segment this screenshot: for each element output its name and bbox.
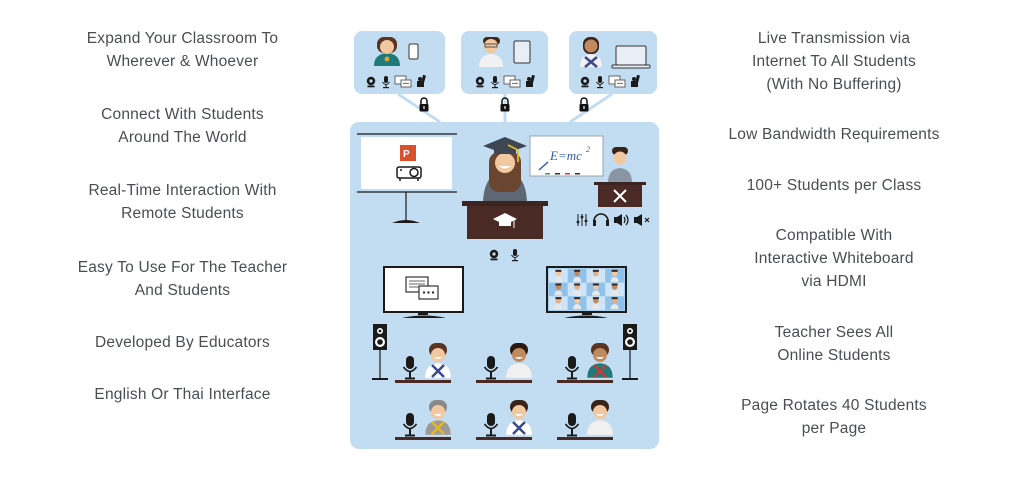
remote-student-phone xyxy=(354,31,445,94)
feature-low-bandwidth: Low Bandwidth Requirements xyxy=(728,126,940,143)
headphones-icon xyxy=(593,213,609,226)
student-rows xyxy=(395,343,614,440)
feature-students-per-class: 100+ Students per Class xyxy=(746,177,922,194)
video-tile xyxy=(605,296,624,310)
student-desk xyxy=(476,380,532,383)
feature-developed-by-educators: Developed By Educators xyxy=(95,334,270,351)
feature-real-time-interaction: Real-Time Interaction With Remote Studen… xyxy=(88,182,277,222)
student-avatar xyxy=(479,37,503,67)
classroom-student xyxy=(557,400,614,440)
svg-text:P: P xyxy=(403,149,410,160)
remote-student-laptop xyxy=(569,31,657,94)
feature-easy-to-use: Easy To Use For The Teacher And Students xyxy=(77,259,288,299)
classroom-student xyxy=(476,343,533,383)
whiteboard-formula: E=mc xyxy=(549,148,582,163)
video-tile xyxy=(567,296,587,310)
projector-screen: P xyxy=(357,133,457,223)
student-desk xyxy=(395,380,451,383)
webcam-icon xyxy=(580,76,590,88)
powerpoint-icon: P xyxy=(400,145,416,161)
feature-expand-classroom: Expand Your Classroom To Wherever & Whoe… xyxy=(86,30,279,70)
video-tile xyxy=(549,282,568,297)
laptop-icon xyxy=(611,45,651,69)
lock-icon xyxy=(418,97,430,113)
projector-icon xyxy=(396,166,422,181)
video-tile xyxy=(586,282,606,297)
connection-line-1 xyxy=(397,92,441,124)
feature-page-rotates: Page Rotates 40 Students per Page xyxy=(741,397,927,437)
phone-icon xyxy=(408,43,419,60)
video-tile xyxy=(567,282,587,297)
feature-whiteboard-compatible: Compatible With Interactive Whiteboard v… xyxy=(754,227,914,290)
teacher xyxy=(483,137,527,205)
mute-icon xyxy=(634,214,650,226)
interactive-whiteboard: E=mc 2 xyxy=(529,135,604,177)
student-desk xyxy=(557,380,613,383)
feature-teacher-sees-all: Teacher Sees All Online Students xyxy=(774,324,894,364)
video-tile xyxy=(586,269,606,283)
video-grid-monitor xyxy=(546,266,627,318)
video-tile xyxy=(605,269,624,283)
video-tile xyxy=(567,269,587,283)
tools-icon xyxy=(613,189,627,203)
student-desk xyxy=(557,437,613,440)
feature-language-interface: English Or Thai Interface xyxy=(94,386,271,403)
video-grid xyxy=(549,269,624,310)
video-tile xyxy=(605,282,624,297)
video-tile xyxy=(586,296,606,310)
classroom-student xyxy=(557,343,614,383)
connection-line-3 xyxy=(569,92,613,124)
tablet-icon xyxy=(513,40,531,64)
webcam-icon xyxy=(489,249,499,261)
student-avatar xyxy=(580,37,602,68)
classroom-student xyxy=(395,400,452,440)
webcam-icon xyxy=(366,76,376,88)
feature-live-transmission: Live Transmission via Internet To All St… xyxy=(752,30,916,93)
student-desk xyxy=(395,437,451,440)
classroom-student xyxy=(395,343,452,383)
mixer-icon xyxy=(576,214,588,226)
whiteboard-superscript: 2 xyxy=(586,145,590,154)
graduation-cap-icon xyxy=(493,213,517,228)
lock-icon xyxy=(578,97,590,113)
student-desk xyxy=(476,437,532,440)
speaker-icon xyxy=(614,214,629,226)
classroom-student xyxy=(476,400,533,440)
classroom-panel xyxy=(350,122,659,449)
feature-connect-students: Connect With Students Around The World xyxy=(101,106,264,146)
chat-monitor xyxy=(383,266,464,318)
teacher-desk xyxy=(462,201,548,239)
video-tile xyxy=(549,269,568,283)
tech-assistant xyxy=(594,147,646,207)
webcam-icon xyxy=(475,76,485,88)
remote-student-tablet xyxy=(461,31,548,94)
student-avatar xyxy=(374,37,400,66)
chat-icon xyxy=(405,276,439,300)
video-tile xyxy=(549,296,568,310)
